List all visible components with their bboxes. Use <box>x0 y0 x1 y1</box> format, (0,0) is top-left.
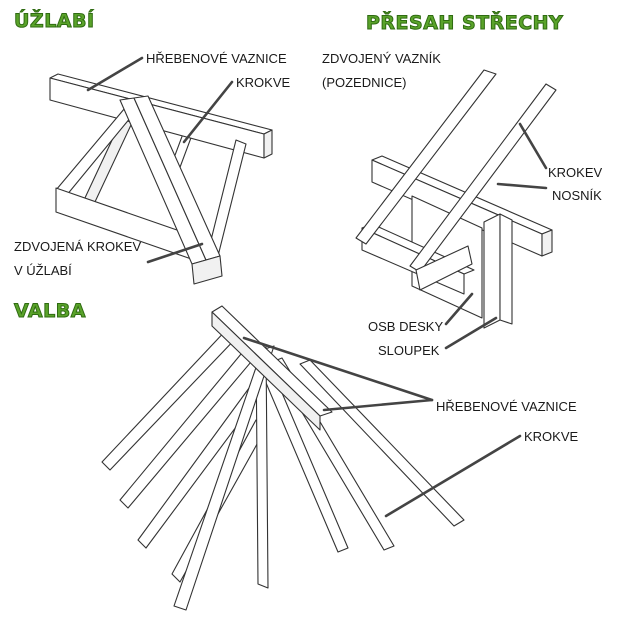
valley-framing <box>49 73 273 285</box>
label-overhang-double-truss-2: (POZEDNICE) <box>322 75 407 90</box>
label-hip-ridge-purlins: HŘEBENOVÉ VAZNICE <box>436 399 577 414</box>
valley-ridge-end <box>263 129 273 159</box>
overhang-framing <box>355 69 557 329</box>
overhang-rafter-left <box>355 69 497 245</box>
overhang-post-front <box>499 213 513 325</box>
hip-framing <box>101 305 465 611</box>
leader-overhang-osb <box>444 292 474 326</box>
leader-overhang-beam <box>496 182 548 190</box>
label-overhang-rafter: KROKEV <box>548 165 603 180</box>
label-hip-rafters: KROKVE <box>524 429 579 444</box>
title-valba: VALBA <box>14 300 86 323</box>
label-valley-double-rafter-2: V ÚŽLABÍ <box>14 263 72 278</box>
label-overhang-beam: NOSNÍK <box>552 188 602 203</box>
label-overhang-post: SLOUPEK <box>378 343 440 358</box>
label-overhang-double-truss-1: ZDVOJENÝ VAZNÍK <box>322 51 441 66</box>
leader-hip-rafters <box>384 434 522 518</box>
leader-hip-ridge-1 <box>242 336 434 402</box>
leader-overhang-rafter <box>518 122 548 170</box>
label-valley-double-rafter-1: ZDVOJENÁ KROKEV <box>14 239 142 254</box>
hip-ridge-purlin-side <box>211 311 321 431</box>
leader-valley-double <box>146 242 204 264</box>
title-uzlabi: ÚŽLABÍ <box>14 10 95 33</box>
overhang-front-block <box>415 245 473 291</box>
leader-hip-ridge-2 <box>322 398 434 412</box>
overhang-top-plate-end <box>541 229 553 257</box>
leader-lines <box>86 56 548 518</box>
title-presah-strechy: PŘESAH STŘECHY <box>365 12 564 35</box>
overhang-post-side <box>483 213 501 329</box>
label-overhang-osb: OSB DESKY <box>368 319 444 334</box>
leader-overhang-post <box>444 316 498 350</box>
label-valley-rafters: KROKVE <box>236 75 291 90</box>
leader-valley-rafters <box>182 80 234 144</box>
leader-valley-ridge <box>86 56 144 92</box>
valley-double-rafter-end <box>191 255 223 285</box>
label-valley-ridge-purlins: HŘEBENOVÉ VAZNICE <box>146 51 287 66</box>
hip-jack-rafter-7 <box>299 359 465 527</box>
